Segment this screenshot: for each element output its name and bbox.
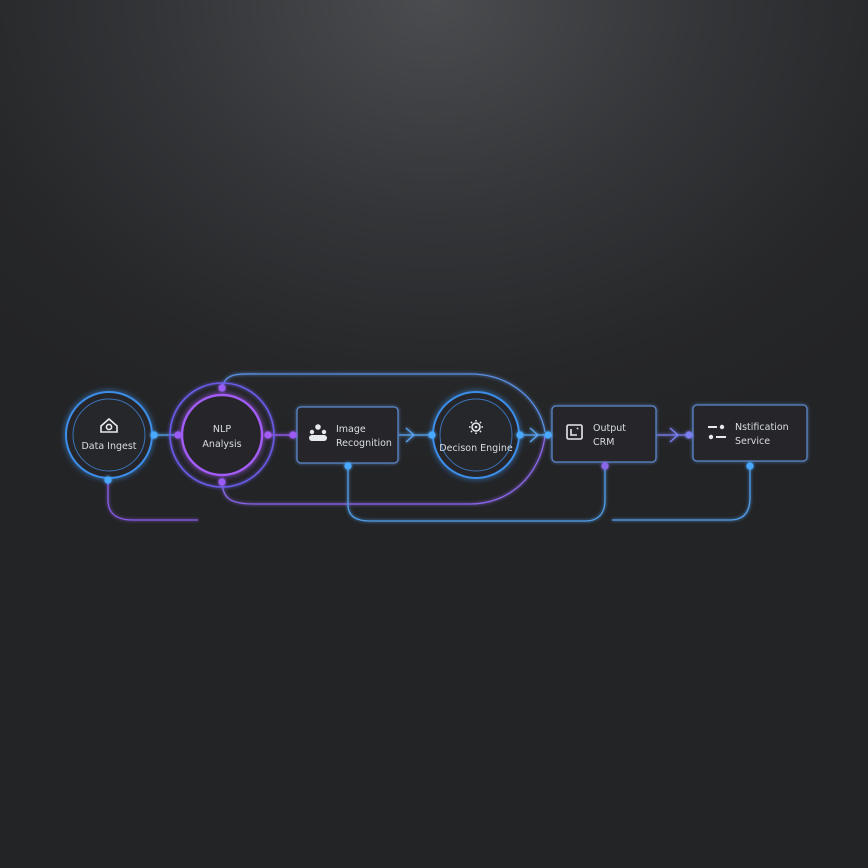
decision-label: Decison Engine: [439, 443, 513, 454]
notification-service-node[interactable]: Nstification Service: [692, 404, 808, 462]
port-dot: [544, 431, 552, 439]
port-dot: [601, 462, 609, 470]
port-dot: [428, 431, 436, 439]
port-dot: [174, 431, 182, 439]
port-dot: [516, 431, 524, 439]
port-dot: [264, 431, 272, 439]
port-dot: [150, 431, 158, 439]
port-dot: [218, 478, 226, 486]
home-icon: [100, 417, 118, 433]
toggle-icon: [708, 424, 726, 440]
ingest-tail-connector: [107, 480, 198, 521]
image-output-connector: [347, 466, 606, 522]
port-dot: [685, 431, 693, 439]
arrowhead-icon: [669, 427, 679, 443]
crm-icon: [566, 424, 583, 440]
notification-label-line1: Nstification: [735, 422, 789, 433]
connector-dots: [104, 384, 754, 486]
arrowhead-icon: [529, 427, 539, 443]
notification-tail-connector: [612, 466, 751, 521]
image-label-line2: Recognition: [336, 438, 392, 449]
nlp-label-line2: Analysis: [202, 439, 241, 450]
port-dot: [746, 462, 754, 470]
decision-engine-node[interactable]: Decison Engine: [432, 391, 520, 479]
image-label-line1: Image: [336, 424, 366, 435]
notification-label-line2: Service: [735, 436, 770, 447]
image-recognition-node[interactable]: Image Recognition: [296, 406, 399, 464]
port-dot: [218, 384, 226, 392]
lower-loop-connector: [221, 435, 546, 505]
output-label-line2: CRM: [593, 437, 614, 448]
data-ingest-node[interactable]: Data Ingest: [65, 391, 153, 479]
users-icon: [309, 424, 327, 441]
gear-icon: [469, 420, 483, 434]
nlp-label-line1: NLP: [213, 424, 231, 435]
output-crm-node[interactable]: Output CRM: [551, 405, 657, 463]
nlp-analysis-node[interactable]: NLP Analysis: [169, 382, 275, 488]
top-loop-connector: [221, 373, 546, 433]
arrowhead-icon: [405, 427, 415, 443]
output-label-line1: Output: [593, 423, 626, 434]
port-dot: [289, 431, 297, 439]
port-dot: [344, 462, 352, 470]
port-dot: [104, 476, 112, 484]
data-ingest-label: Data Ingest: [81, 441, 136, 452]
